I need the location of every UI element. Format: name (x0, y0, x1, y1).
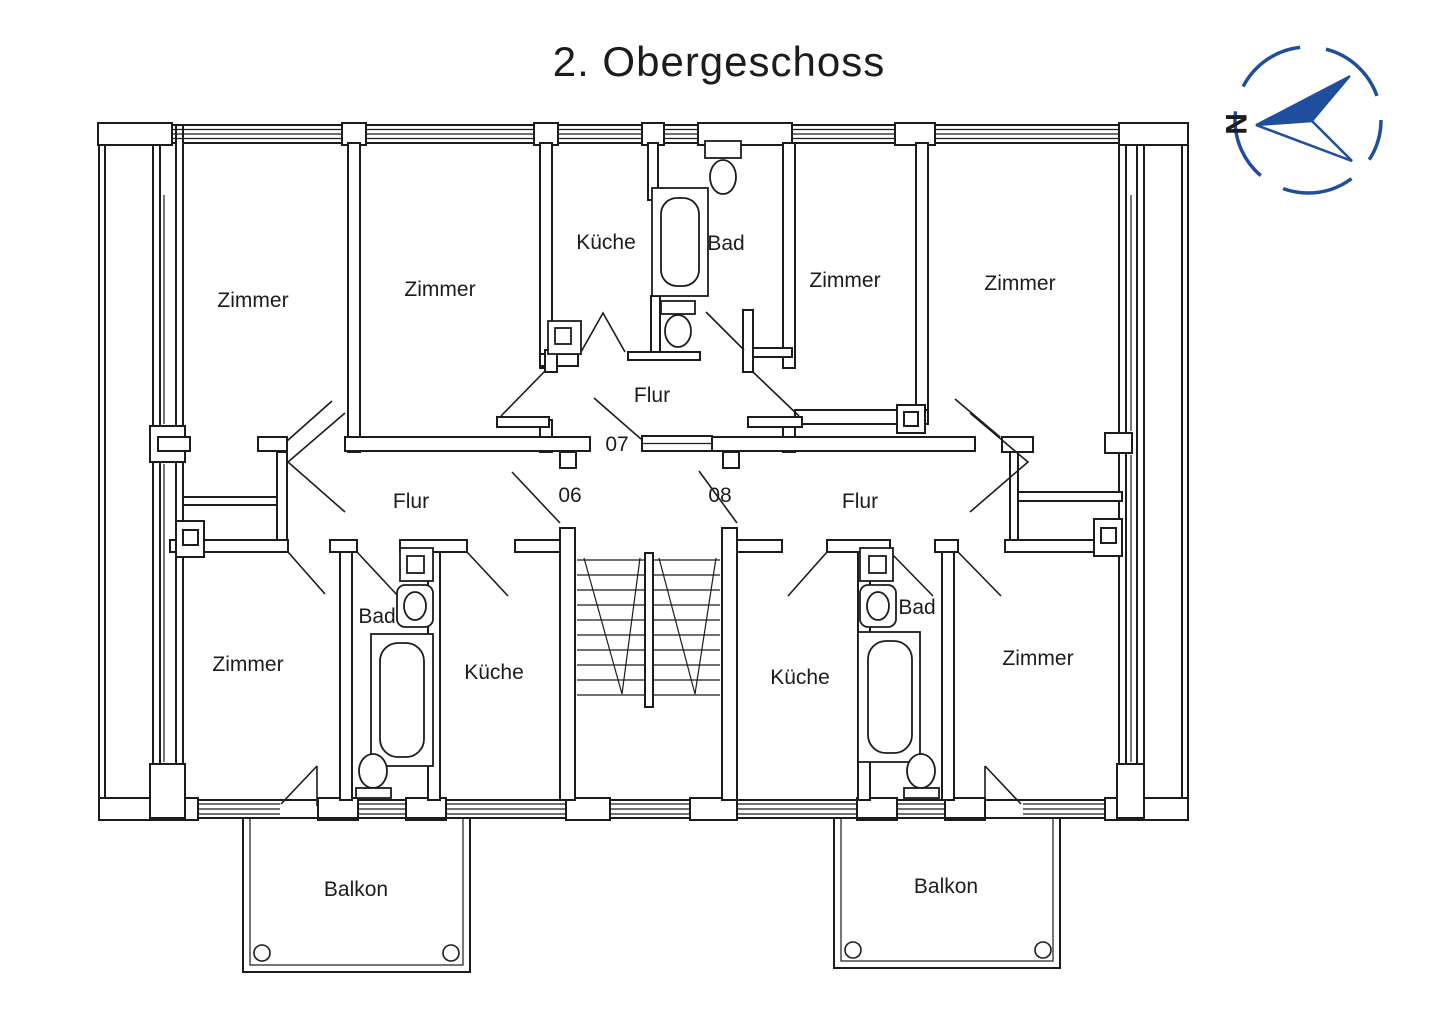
bathtub-icon (379, 642, 425, 758)
apartment-number-06: 06 (558, 484, 581, 507)
door-swing-lines (280, 311, 1030, 806)
bathroom-apt08 (857, 547, 940, 799)
apartment-number-07: 07 (605, 433, 628, 456)
toilet-icon (358, 753, 388, 789)
interior-walls (157, 142, 1123, 801)
window-lines (163, 128, 1132, 815)
outer-walls (97, 122, 1189, 821)
room-zimmer-apt08-bottom (954, 552, 1119, 800)
toilet-icon (906, 753, 936, 789)
apartment-number-08: 08 (708, 484, 731, 507)
wall-niches (175, 404, 1123, 558)
room-label-balkon-right: Balkon (914, 875, 978, 898)
room-label-balkon-left: Balkon (324, 878, 388, 901)
bathtub-icon (660, 197, 700, 287)
sink-basin-icon (554, 327, 572, 345)
page-title: 2. Obergeschoss (553, 38, 886, 85)
toilet-bowl-icon (866, 591, 890, 621)
stair-direction-line-left (583, 557, 641, 695)
room-label-zimmer-apt07-left: Zimmer (404, 278, 475, 301)
compass-icon: N (1219, 45, 1383, 195)
room-label-bad-apt08: Bad (898, 596, 935, 619)
toilet-tank-icon (704, 140, 742, 159)
room-label-zimmer-apt06-bottom: Zimmer (212, 653, 283, 676)
bathroom-apt06 (355, 547, 434, 799)
toilet-bowl-icon (403, 591, 427, 621)
toilet-base-icon (903, 787, 940, 799)
room-label-zimmer-apt07-right: Zimmer (809, 269, 880, 292)
room-label-zimmer-apt08-top: Zimmer (984, 272, 1055, 295)
room-label-kueche-apt08: Küche (770, 666, 830, 689)
balcony-right (833, 817, 1061, 969)
room-label-zimmer-apt06-top: Zimmer (217, 289, 288, 312)
stair-divider (644, 552, 654, 708)
balcony-door-gaps (281, 801, 1022, 817)
stair-direction-line-right (658, 557, 717, 695)
room-zimmer-apt06-bottom (183, 552, 340, 800)
bathtub-icon (867, 640, 913, 754)
fixtures (355, 140, 940, 799)
toilet-tank-icon (660, 300, 696, 315)
bathroom-apt07 (651, 140, 742, 348)
room-label-kueche-apt06: Küche (464, 661, 524, 684)
room-label-bad-apt07: Bad (707, 232, 744, 255)
room-label-flur-apt07: Flur (634, 384, 670, 407)
toilet-base-icon (355, 787, 392, 799)
compass-circle (1233, 45, 1383, 195)
room-label-zimmer-apt08-bottom: Zimmer (1002, 647, 1073, 670)
room-label-flur-apt08: Flur (842, 490, 878, 513)
sink-basin-icon (406, 555, 425, 574)
balcony-left (242, 817, 471, 973)
compass-north-label: N (1219, 113, 1252, 135)
entrance-threshold-07 (641, 435, 713, 452)
room-label-kueche-apt07: Küche (576, 231, 636, 254)
staircase (577, 552, 720, 708)
kitchen-sink-apt07 (547, 320, 582, 355)
compass-needle-outline (1255, 119, 1353, 163)
compass-needle-filled (1255, 75, 1351, 126)
toilet-icon (664, 314, 692, 348)
sink-basin-icon (868, 555, 887, 574)
room-label-bad-apt06: Bad (358, 605, 395, 628)
room-label-flur-apt06: Flur (393, 490, 429, 513)
toilet-icon (709, 159, 737, 195)
